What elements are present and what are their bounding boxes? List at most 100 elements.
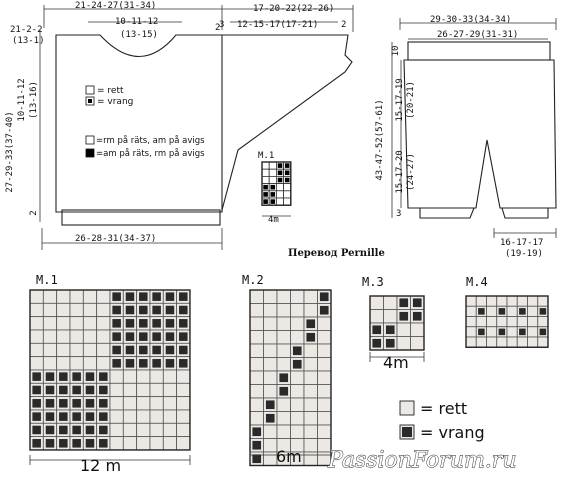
chart-m4-cell [465,336,477,348]
chart-m1-stitch-vrang [165,359,175,368]
small-legend: = rett = vrang =rm på räts, am på avigs … [85,85,205,159]
chart-m1-stitch-vrang [139,305,148,315]
small-chart-cell [283,190,292,199]
chart-m1-cell [56,342,71,358]
small-chart-cell [261,161,270,170]
chart-m4-stitch-vrang [478,328,485,336]
small-chart-stitch-vrang [277,170,283,176]
chart-m1-cell [109,396,124,411]
dim-sleeve-sep: 3 [219,20,224,30]
chart-m2-cell [249,343,264,358]
small-chart-cell [275,183,284,192]
chart-m2-cell [317,370,332,385]
chart-m1-cell [56,316,71,331]
chart-m2-cell [303,384,318,399]
chart-m1-stitch-vrang [32,412,41,421]
dim-shoulder-drop: 2 [215,23,220,33]
chart-m4-cell [527,326,539,338]
dim-rib-height: 2 [29,210,39,215]
chart-m1-stitch-vrang [125,359,135,368]
chart-m1-cell [56,289,71,304]
chart-m1-cell [96,316,111,331]
chart-m4-grid [465,295,549,348]
chart-m2-cell [263,451,278,466]
chart-m4-cell [486,326,498,338]
chart-m4-cell [486,295,498,307]
chart-m3-stitch-vrang [412,311,422,321]
chart-m1-stitch-vrang [85,385,95,395]
chart-m2-cell [303,438,318,453]
dim-pants-upper-height-alt: (20-21) [406,81,416,119]
chart-m3-grid [369,295,425,351]
chart-m1-stitch-vrang [59,399,68,408]
chart-m4-cell [496,316,508,328]
chart-m2-cell [249,370,264,385]
chart-m1-stitch-vrang [99,439,108,448]
legend-small-vrang: = vrang [97,97,133,107]
chart-m2-grid [249,289,332,467]
dim-armhole-height: 10-11-12 [17,78,27,121]
dim-pants-lower-height-alt: (24-27) [406,153,416,191]
chart-m2-cell [290,316,305,331]
chart-m2-cell [290,303,305,318]
chart-m1-stitch-vrang [179,359,188,368]
chart-m4-cell [516,295,528,307]
chart-m1-cell [42,329,58,344]
chart-m2-stitch-vrang [279,386,289,396]
chart-m3-cell [410,322,425,337]
chart-m1-stitch-vrang [139,319,148,328]
chart-m2-stitch-vrang [265,400,275,410]
chart-m1-cell [136,369,151,384]
chart-m1-stitch-vrang [179,292,188,301]
chart-m2-cell [276,330,291,345]
chart-m1-stitch-vrang [179,305,188,315]
chart-m2-cell [263,357,278,372]
chart-m1-stitch-vrang [45,412,55,421]
dim-sleeve-top: 17-20-22(22-26) [253,4,334,14]
dim-sleeve-end: 2 [341,20,346,30]
dim-neck-width-alt: (13-15) [120,30,158,40]
chart-m4-stitch-vrang [498,328,506,336]
chart-m1-stitch-vrang [99,372,108,381]
chart-m2-cell [276,411,291,426]
chart-m1-cell [109,436,124,451]
chart-m4-cell [475,336,487,348]
chart-m3-cell [396,336,411,351]
chart-m1-cell [162,369,178,384]
legend-small-rett: = rett [97,86,124,96]
small-chart-cell [275,190,284,199]
small-chart-stitch-vrang [263,192,268,197]
sweater-outline [55,34,353,213]
chart-m1-stitch-vrang [99,425,108,435]
chart-m1-stitch-vrang [99,412,108,421]
chart-m1-cell [29,289,44,304]
chart-m1-stitch-vrang [165,305,175,315]
chart-m2-cell [303,411,318,426]
chart-m1-stitch-vrang [152,292,161,301]
chart-m1-stitch-vrang [59,425,68,435]
dim-neck-width: 10-11-12 [115,17,158,27]
chart-m2-cell [290,330,305,345]
chart-m1-cell [56,356,71,371]
chart-m4-stitch-vrang [498,308,506,315]
chart-m1-cell [149,382,164,398]
dim-pants-leg-width-alt: (19-19) [505,249,543,259]
chart-m1-stitch-vrang [45,399,55,408]
small-chart-cell [261,168,270,177]
legend-large-rett: = rett [420,399,467,418]
chart-m1-stitch-vrang [152,345,161,355]
chart-m1-cell [162,396,178,411]
chart-m4-stitch-vrang [539,328,547,336]
chart-m1-stitch-vrang [112,292,121,301]
chart-m2-cell [276,397,291,412]
small-chart-stitch-vrang [284,177,290,183]
chart-m1-stitch-vrang [59,412,68,421]
chart-m4-cell [516,316,528,328]
chart-m1-cell [149,436,164,451]
chart-m1-cell [82,356,98,371]
chart-m1-cell [69,302,84,318]
chart-m3-stitch-vrang [385,325,395,335]
small-chart-stitch-vrang [270,184,276,190]
pants-right-cuff [501,207,549,219]
